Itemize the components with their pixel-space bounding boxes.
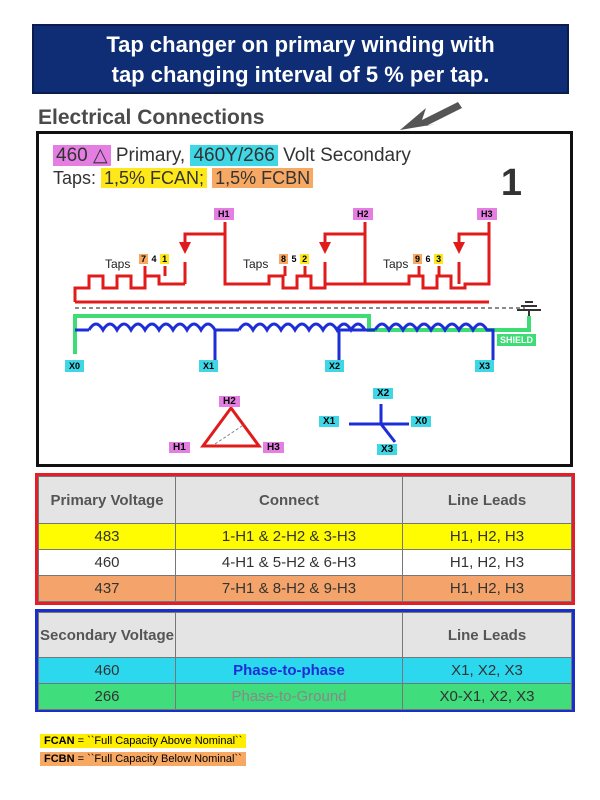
secondary-coils (75, 322, 495, 360)
table-row: 483 1-H1 & 2-H2 & 3-H3 H1, H2, H3 (38, 523, 572, 550)
delta-label-h3: H3 (263, 442, 284, 453)
tap-3: 3 (434, 254, 444, 264)
primary-wiring (73, 222, 491, 304)
connect-cell: 1-H1 & 2-H2 & 3-H3 (175, 523, 403, 550)
leads-cell: H1, H2, H3 (402, 523, 572, 550)
leads-cell: X0-X1, X2, X3 (402, 683, 572, 710)
secondary-voltage-header: Secondary Voltage (38, 612, 176, 658)
wye-symbol (349, 404, 409, 443)
secondary-suffix: Volt Secondary (277, 145, 411, 166)
tap-stubs (143, 262, 461, 284)
table-row: 437 7-H1 & 8-H2 & 9-H3 H1, H2, H3 (38, 575, 572, 602)
taps-rating-label: Taps: (53, 168, 102, 188)
tap-2: 2 (300, 254, 310, 264)
primary-voltage-header: Primary Voltage (38, 476, 176, 524)
tap-9: 9 (413, 254, 423, 264)
tap-arrows (179, 242, 465, 254)
secondary-voltage-label: 460Y/266 (190, 145, 278, 166)
connect-cell: 4-H1 & 5-H2 & 6-H3 (175, 549, 403, 576)
table-row: 460 Phase-to-phase X1, X2, X3 (38, 657, 572, 684)
terminal-x1: X1 (199, 360, 219, 372)
leads-cell: H1, H2, H3 (402, 549, 572, 576)
voltage-cell: 460 (38, 657, 176, 684)
wye-label-x3: X3 (377, 444, 398, 455)
leads-cell: X1, X2, X3 (402, 657, 572, 684)
primary-table-border (35, 473, 575, 605)
legend-fcan-key: FCAN (44, 735, 75, 747)
tap-8: 8 (279, 254, 289, 264)
connect-cell: Phase-to-Ground (175, 683, 403, 710)
terminal-h1: H1 (214, 208, 234, 220)
delta-label-h1: H1 (169, 442, 190, 453)
taps-label-2: Taps (243, 257, 269, 271)
secondary-table-border (35, 609, 575, 712)
table-row: 460 4-H1 & 5-H2 & 6-H3 H1, H2, H3 (38, 549, 572, 576)
wye-label-x2: X2 (373, 388, 394, 399)
blank-header (175, 612, 403, 658)
secondary-voltage-table: Secondary Voltage Line Leads 460 Phase-t… (38, 612, 572, 710)
primary-suffix: Primary, (110, 145, 191, 166)
voltage-cell: 437 (38, 575, 176, 602)
ground-icon (517, 301, 541, 316)
table-row: 266 Phase-to-Ground X0-X1, X2, X3 (38, 683, 572, 710)
connect-cell: Phase-to-phase (175, 657, 403, 684)
wiring-diagram: 460 △ Primary, 460Y/266 Volt Secondary T… (36, 131, 573, 467)
taps-label-3: Taps (383, 257, 409, 271)
terminal-h2: H2 (353, 208, 373, 220)
legend-fcbn-text: = ``Full Capacity Below Nominal`` (74, 753, 242, 765)
legend-fcan-text: = ``Full Capacity Above Nominal`` (74, 735, 243, 747)
title-banner: Tap changer on primary winding with tap … (32, 24, 569, 94)
tap-7: 7 (139, 254, 149, 264)
shield-label: SHIELD (497, 334, 537, 346)
banner-line-1: Tap changer on primary winding with (106, 32, 495, 57)
legend-fcbn-key: FCBN (44, 753, 75, 765)
leads-cell: H1, H2, H3 (402, 575, 572, 602)
delta-label-h2: H2 (219, 396, 240, 407)
legend-fcan: FCAN = ``Full Capacity Above Nominal`` (40, 734, 247, 748)
tap-5: 5 (291, 254, 297, 264)
legend-fcbn: FCBN = ``Full Capacity Below Nominal`` (40, 752, 246, 766)
taps-rating: Taps: 1,5% FCAN; 1,5% FCBN (53, 168, 314, 189)
primary-voltage-table: Primary Voltage Connect Line Leads 483 1… (38, 476, 572, 602)
section-title: Electrical Connections (38, 106, 265, 129)
voltage-rating: 460 △ Primary, 460Y/266 Volt Secondary (53, 144, 411, 167)
pointer-arrow-icon (400, 102, 462, 130)
delta-symbol (200, 405, 262, 448)
voltage-cell: 483 (38, 523, 176, 550)
tap-4: 4 (151, 254, 157, 264)
voltage-cell: 266 (38, 683, 176, 710)
wye-label-x1: X1 (319, 416, 340, 427)
schematic (73, 222, 541, 448)
fcbn-rating: 1,5% FCBN (212, 168, 314, 188)
connect-header: Connect (175, 476, 403, 524)
voltage-cell: 460 (38, 549, 176, 576)
terminal-x3: X3 (475, 360, 495, 372)
line-leads-header: Line Leads (402, 476, 572, 524)
line-leads-header: Line Leads (402, 612, 572, 658)
banner-line-2: tap changing interval of 5 % per tap. (111, 62, 490, 87)
terminal-x2: X2 (325, 360, 345, 372)
primary-voltage-label: 460 △ (53, 145, 111, 166)
terminal-x0: X0 (65, 360, 85, 372)
tap-6: 6 (425, 254, 431, 264)
terminal-h3: H3 (477, 208, 497, 220)
neutral-wiring (73, 314, 531, 354)
tap-1: 1 (160, 254, 170, 264)
wye-label-x0: X0 (411, 416, 432, 427)
diagram-number: 1 (500, 162, 522, 204)
fcan-rating: 1,5% FCAN; (101, 168, 208, 188)
taps-label-1: Taps (105, 257, 131, 271)
connect-cell: 7-H1 & 8-H2 & 9-H3 (175, 575, 403, 602)
